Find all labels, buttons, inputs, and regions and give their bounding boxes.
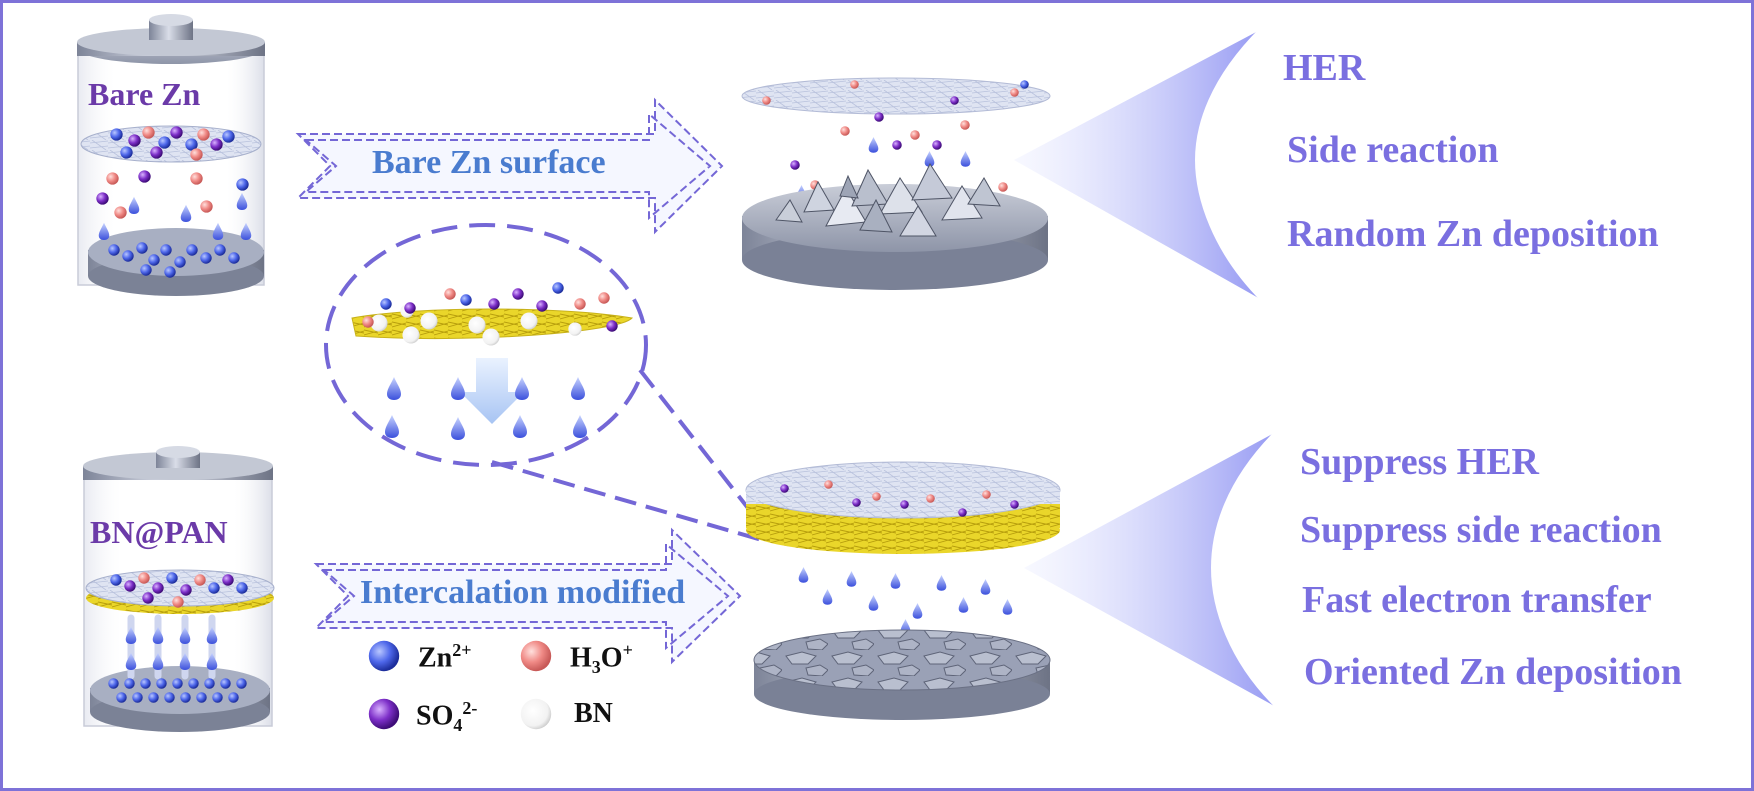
bn-pan-ion-channels: [125, 614, 218, 680]
effect-suppress-her: Suppress HER: [1300, 441, 1540, 483]
effect-suppress-side-reaction: Suppress side reaction: [1300, 509, 1662, 551]
bn-pan-scene: [745, 461, 1061, 720]
legend-bn-label: BN: [574, 698, 613, 729]
bare-zn-battery: [77, 14, 265, 296]
cell-title-bn-pan: BN@PAN: [90, 514, 228, 550]
legend-bn-marker: [520, 698, 552, 730]
effect-fan-bare: [1014, 27, 1267, 303]
effect-fast-electron-transfer: Fast electron transfer: [1302, 579, 1652, 621]
legend-zn-label: Zn2+: [418, 640, 472, 674]
legend-h3o-label: H3O+: [570, 640, 633, 677]
arrow-intercalation: [313, 527, 742, 665]
magnified-inset: [324, 223, 764, 542]
effect-oriented-deposition: Oriented Zn deposition: [1304, 651, 1682, 693]
effect-bare-her: HER: [1283, 47, 1366, 89]
zn-dendrites: [775, 162, 1001, 237]
legend-so4-marker: [368, 698, 400, 730]
effect-bare-side-reaction: Side reaction: [1287, 129, 1499, 171]
effect-bare-random-deposition: Random Zn deposition: [1287, 213, 1659, 255]
effect-fan-modified: [1024, 429, 1283, 711]
legend-h3o-marker: [520, 640, 552, 672]
arrow-label-bare-surface: Bare Zn surface: [372, 144, 606, 181]
cell-title-bare-zn: Bare Zn: [88, 76, 201, 112]
legend-so4-label: SO42-: [416, 698, 478, 735]
legend-zn-marker: [368, 640, 400, 672]
bare-zn-scene: [741, 77, 1051, 290]
arrow-bare-surface: [295, 97, 724, 235]
arrow-label-intercalation: Intercalation modified: [360, 574, 686, 611]
